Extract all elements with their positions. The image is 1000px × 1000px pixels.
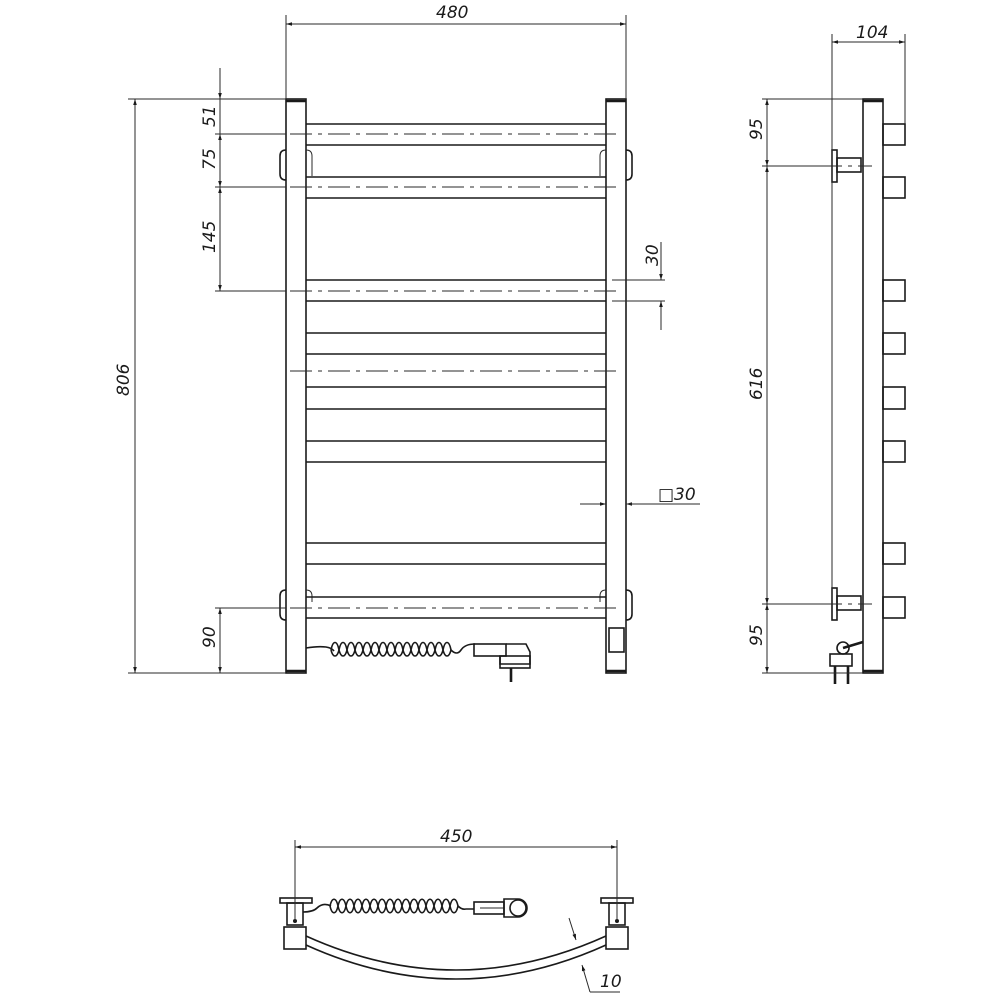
bracket-bottom-left	[279, 589, 287, 621]
plug-side-icon	[829, 640, 864, 684]
bar-spacing-1-dimension: 75	[200, 148, 220, 170]
plug-top-icon	[473, 898, 528, 918]
bracket-bottom-right	[625, 589, 633, 621]
bracket-top-left	[279, 149, 287, 181]
side-bar-stubs	[882, 123, 906, 619]
bottom-offset-dimension: 90	[200, 626, 220, 648]
spiral-cable	[305, 641, 476, 657]
top-view: 450 10	[279, 827, 634, 993]
bar-width-dimension: 30	[643, 244, 663, 266]
mount-spacing-dimension: 616	[747, 367, 767, 400]
side-post	[862, 98, 884, 674]
bracket-top-right	[625, 149, 633, 181]
plug-icon	[473, 643, 531, 682]
heater-element-box	[608, 627, 625, 653]
width-dimension: 480	[436, 3, 468, 23]
top-offset-dimension: 51	[200, 105, 220, 127]
mount-width-dimension: 450	[440, 827, 472, 847]
curved-bar	[305, 935, 607, 971]
post-section-dimension: □30	[658, 485, 696, 505]
height-dimension: 806	[114, 363, 134, 396]
bow-dimension: 10	[600, 972, 622, 992]
side-view: 104 95 616 95	[747, 23, 906, 684]
depth-dimension: 104	[856, 23, 888, 43]
top-mount-dimension: 95	[747, 118, 767, 140]
bottom-mount-dimension: 95	[747, 624, 767, 646]
bar-spacing-2-dimension: 145	[200, 221, 220, 253]
left-post	[285, 98, 307, 674]
right-post	[605, 98, 627, 674]
front-view: 480 806 51 75 145 30 □30 90	[114, 3, 700, 682]
horizontal-bars	[306, 123, 606, 619]
